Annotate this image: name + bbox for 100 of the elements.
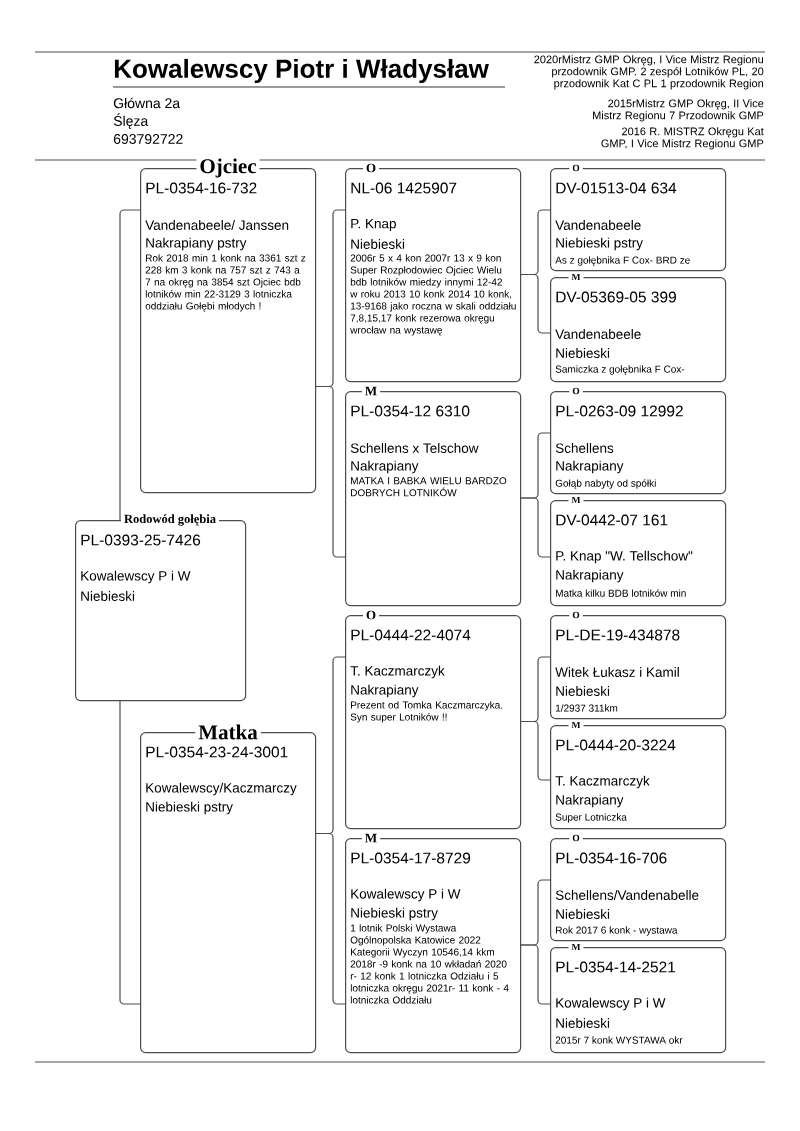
breeder-name: P. Knap — [351, 218, 396, 232]
pedigree-box — [550, 496, 727, 607]
pedigree-box — [345, 163, 522, 383]
breeder-name: Vandenabeele — [555, 329, 641, 339]
color-name: Niebieski pstry — [146, 801, 233, 815]
note-text: 1 lotnik Polski Wystawa Ogólnopolska Katowice 2022 Kategorii Wyczyn 10546,14 kkm 2018r -9 konk na 10 wkładań 2020 r- 12 konk 1 lotniczka Odziału i 5 lotniczka okręgu 2021r- 11 konk - 4 lotniczka Oddziału — [350, 924, 509, 1004]
pedigree-box — [550, 164, 727, 272]
box-heading: O — [569, 387, 583, 395]
breeder-name: T. Kaczmarczyk — [350, 665, 445, 679]
color-name: Niebieski — [556, 686, 610, 696]
breeder-name: P. Knap "W. Tellschow" — [556, 550, 693, 564]
color-name: Niebieski — [81, 591, 135, 601]
ring-number: PL-0354-16-706 — [556, 852, 667, 864]
box-heading: Rodowód gołębia — [121, 514, 219, 526]
pedigree-box — [550, 943, 727, 1054]
color-name: Niebieski — [351, 239, 405, 249]
color-name: Niebieski — [556, 1018, 610, 1028]
connector-line — [314, 832, 346, 1005]
color-name: Nakrapiany — [351, 684, 419, 698]
box-heading: O — [569, 164, 583, 172]
note-text: Matka kilku BDB lotników min — [556, 589, 686, 597]
color-name: Niebieski — [556, 909, 610, 919]
breeder-name: Kowalewscy P i W — [351, 888, 461, 902]
breeder-name: Schellens/Vandenabelle — [555, 890, 699, 900]
breeder-name: Schellens — [555, 443, 614, 453]
note-text: Super Lotniczka — [555, 813, 627, 823]
address-text: Główna 2a — [113, 97, 181, 109]
connector-line — [119, 699, 141, 1005]
pedigree-box — [345, 610, 522, 830]
breeder-name: T. Kaczmarczyk — [555, 775, 650, 789]
pedigree-box — [550, 834, 727, 942]
box-heading: M — [568, 943, 584, 951]
pedigree-box — [345, 833, 522, 1054]
color-name: Nakrapiany — [556, 794, 624, 808]
note-text: Prezent od Tomka Kaczmarczyka. Syn super Lotników !! — [350, 701, 503, 723]
ring-number: PL-DE-19-434878 — [556, 629, 680, 641]
breeder-name: Vandenabeele/ Janssen — [145, 220, 289, 230]
box-heading: O — [362, 163, 380, 173]
ring-number: PL-0354-14-2521 — [556, 961, 676, 973]
color-name: Nakrapiany — [556, 569, 624, 583]
ring-number: PL-0354-17-8729 — [351, 852, 471, 864]
box-heading: M — [568, 721, 584, 729]
pedigree-box — [550, 611, 727, 720]
pedigree-box — [345, 386, 522, 607]
connector-line — [119, 209, 141, 521]
ring-number: PL-0354-12 6310 — [351, 405, 470, 417]
address-text: Ślęza — [113, 113, 149, 129]
color-name: Nakrapiany pstry — [146, 237, 247, 251]
note-text: 1/2937 311km — [556, 704, 618, 712]
color-name: Niebieski pstry — [351, 907, 438, 921]
connector-line — [314, 385, 346, 558]
pedigree-box — [550, 721, 727, 830]
box-heading: O — [362, 610, 380, 620]
ring-number: PL-0444-20-3224 — [556, 739, 676, 751]
ring-number: DV-05369-05 399 — [556, 291, 676, 303]
note-text: Rok 2018 min 1 konk na 3361 szt z 228 km 3 konk na 757 szt z 743 a 7 na okręg na 3854 szt Ojciec bdb lotników min 22-3129 3 lotniczka oddziału Gołębi młodych ! — [145, 254, 306, 312]
box-heading: M — [568, 273, 584, 281]
ring-number: PL-0354-16-732 — [146, 182, 257, 194]
color-name: Niebieski — [556, 348, 610, 358]
ring-number: PL-0354-23-24-3001 — [146, 746, 288, 758]
connector-line — [519, 720, 551, 781]
achievement-text: 2016 R. MISTRZ Okręgu Kat GMP, I Vice Mistrz Regionu GMP — [601, 127, 764, 150]
box-heading: M — [361, 386, 381, 396]
box-heading: M — [361, 833, 381, 843]
ring-number: NL-06 1425907 — [351, 182, 457, 194]
box-heading: O — [569, 611, 583, 619]
note-text: MATKA I BABKA WIELU BARDZO DOBRYCH LOTNIKÓW — [351, 477, 507, 497]
note-text: 2006r 5 x 4 kon 2007r 13 x 9 kon Super Rozpłodowiec Ojciec Wielu bdb lotników miedzy innymi 12-42 w roku 2013 10 konk 2014 10 konk, 13-9168 jako roczna w skali oddziału 7,8,15,17 konk rezerowa okręgu wrocław na wystawę — [350, 254, 516, 336]
breeder-name: Kowalewscy P i W — [81, 570, 191, 584]
note-text: Samiczka z gołębnika F Cox- — [555, 365, 685, 375]
achievement-text: 2020rMistrz GMP Okręg, I Vice Mistrz Regionu przodownik GMP. 2 zespół Lotników PL, 20 przodownik Kat C PL 1 przodownik Region — [534, 55, 764, 90]
note-text: Rok 2017 6 konk - wystawa — [556, 926, 678, 936]
box-heading: O — [569, 834, 583, 842]
breeder-name: Kowalewscy P i W — [556, 997, 666, 1011]
color-name: Nakrapiany — [351, 460, 419, 474]
pedigree-box — [140, 158, 317, 494]
pedigree-box — [550, 387, 727, 495]
box-heading: Matka — [195, 724, 261, 740]
box-heading: M — [568, 496, 584, 504]
pedigree-box — [140, 724, 317, 1054]
color-name: Nakrapiany — [556, 460, 624, 474]
box-heading: Ojciec — [196, 158, 260, 178]
pedigree-box — [550, 273, 727, 383]
breeder-name: Vandenabeele — [555, 220, 641, 230]
ring-number: DV-0442-07 161 — [556, 514, 668, 526]
breeder-name: Witek Łukasz i Kamil — [555, 667, 679, 677]
ring-number: PL-0393-25-7426 — [81, 534, 201, 546]
ring-number: PL-0263-09 12992 — [556, 405, 683, 417]
note-text: Gołąb nabyty od spółki — [555, 479, 656, 489]
note-text: 2015r 7 konk WYSTAWA okr — [555, 1036, 683, 1044]
ring-number: PL-0444-22-4074 — [351, 629, 471, 641]
achievement-text: 2015rMistrz GMP Okręg, II Vice Mistrz Regionu 7 Przodownik GMP — [593, 99, 764, 122]
address-text: 693792722 — [113, 134, 183, 144]
ring-number: DV-01513-04 634 — [556, 182, 677, 194]
breeder-title: Kowalewscy Piotr i Władysław — [114, 58, 489, 84]
connector-line — [519, 273, 551, 334]
color-name: Niebieski pstry — [556, 237, 643, 251]
breeder-name: Kowalewscy/Kaczmarczy — [146, 782, 297, 796]
breeder-name: Schellens x Telschow — [350, 443, 479, 453]
note-text: As z gołębnika F Cox- BRD ze — [555, 256, 690, 266]
